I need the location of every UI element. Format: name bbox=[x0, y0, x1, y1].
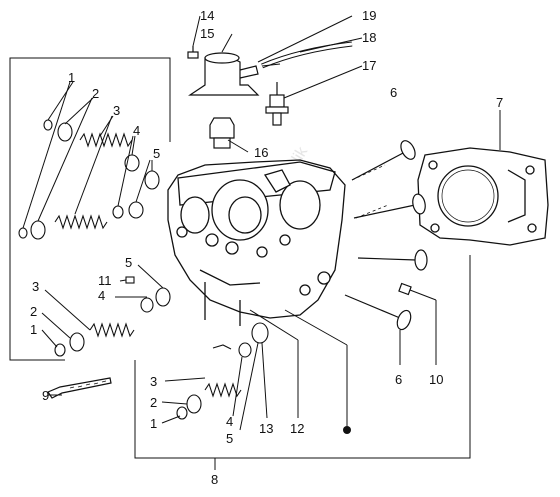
valve-spring-group-middle bbox=[54, 276, 171, 357]
callout-2-middle: 2 bbox=[30, 304, 37, 319]
cylinder-head bbox=[167, 159, 346, 326]
callout-16: 16 bbox=[254, 145, 268, 160]
callout-5-lower: 5 bbox=[226, 431, 233, 446]
leader-lines bbox=[22, 15, 501, 431]
callout-9: 9 bbox=[42, 388, 49, 403]
callout-7: 7 bbox=[496, 95, 503, 110]
callout-12: 12 bbox=[290, 421, 304, 436]
callout-4-lower: 4 bbox=[226, 414, 233, 429]
thermostat-housing-group bbox=[187, 41, 353, 149]
callout-19: 19 bbox=[362, 8, 376, 23]
callout-17: 17 bbox=[362, 58, 376, 73]
callout-4-upper: 4 bbox=[133, 123, 140, 138]
callout-13: 13 bbox=[259, 421, 273, 436]
reference-dot bbox=[343, 426, 351, 434]
callout-11: 11 bbox=[98, 273, 112, 288]
callout-2-upper: 2 bbox=[92, 86, 99, 101]
callout-labels: 1 2 3 4 5 5 11 4 3 2 1 9 3 2 1 4 5 13 12… bbox=[30, 8, 503, 487]
callout-18: 18 bbox=[362, 30, 376, 45]
callout-3-middle: 3 bbox=[32, 279, 39, 294]
callout-4-middle: 4 bbox=[98, 288, 105, 303]
callout-5-middle: 5 bbox=[125, 255, 132, 270]
callout-2-lower: 2 bbox=[150, 395, 157, 410]
callout-1-lower: 1 bbox=[150, 416, 157, 431]
callout-6-upper: 6 bbox=[390, 85, 397, 100]
callout-1-upper: 1 bbox=[68, 70, 75, 85]
valves bbox=[344, 140, 428, 331]
callout-10: 10 bbox=[429, 372, 443, 387]
head-gasket bbox=[417, 147, 549, 246]
callout-1-middle: 1 bbox=[30, 322, 37, 337]
callout-8: 8 bbox=[211, 472, 218, 487]
callout-3-upper: 3 bbox=[113, 103, 120, 118]
assembly-bracket-8 bbox=[134, 255, 471, 459]
valve-spring-group-lower bbox=[176, 322, 269, 420]
callout-5-upper: 5 bbox=[153, 146, 160, 161]
callout-6-lower: 6 bbox=[395, 372, 402, 387]
callout-14: 14 bbox=[200, 8, 214, 23]
valve-group-bracket bbox=[9, 57, 171, 361]
callout-3-lower: 3 bbox=[150, 374, 157, 389]
callout-15: 15 bbox=[200, 26, 214, 41]
bolt-9 bbox=[47, 377, 112, 399]
